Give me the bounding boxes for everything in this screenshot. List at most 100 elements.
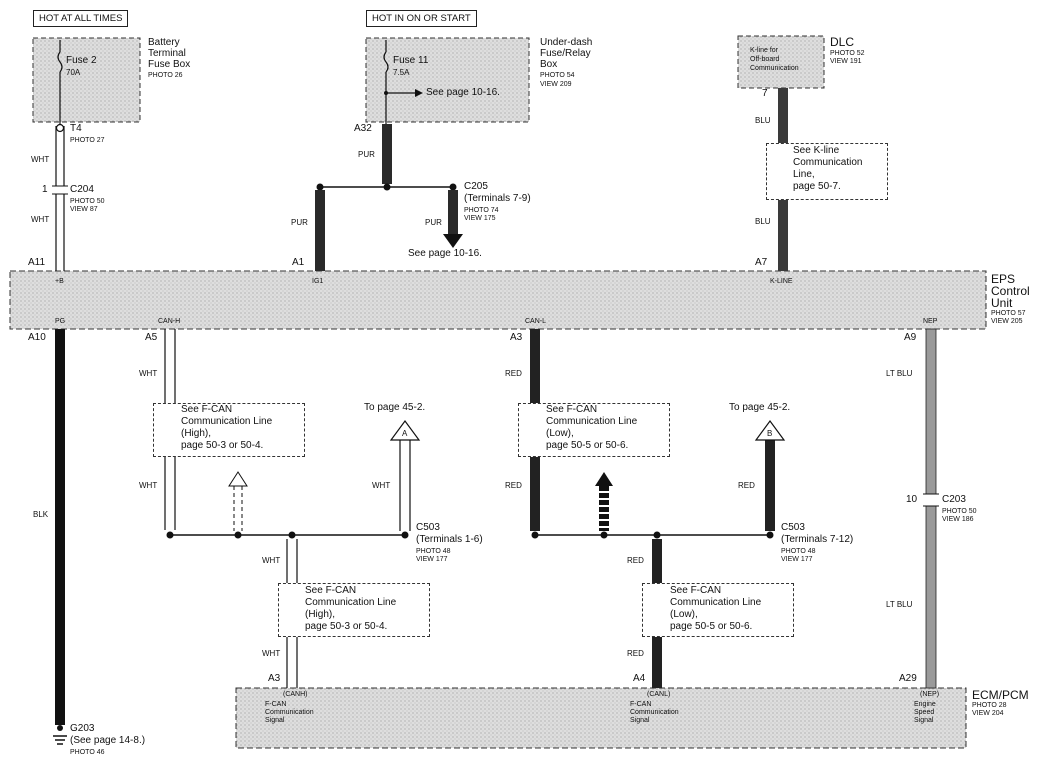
c205-terminals: (Terminals 7-9) — [464, 193, 531, 204]
c204-label: C204 — [70, 184, 94, 195]
c204-view: VIEW 87 — [70, 206, 98, 213]
dlc-inner-1: K-line for — [750, 47, 779, 54]
fcan-low-note-lower-1: See F-CAN — [670, 585, 722, 596]
to-page-a: To page 45-2. — [364, 402, 426, 413]
wire-color-red: RED — [505, 369, 522, 378]
ecm-canl-code: (CANL) — [647, 691, 671, 698]
eps-label-ig1: IG1 — [312, 278, 324, 285]
connector-a-label: A — [402, 429, 408, 438]
t4-photo: PHOTO 27 — [70, 137, 105, 144]
ecm-name: ECM/PCM — [972, 688, 1029, 702]
eps-photo: PHOTO 57 — [991, 310, 1026, 317]
eps-label-canl: CAN-L — [525, 318, 547, 325]
fcan-high-note-3: (High), — [181, 428, 212, 439]
dlc-view: VIEW 191 — [830, 58, 862, 65]
pin-a7: A7 — [755, 257, 768, 268]
fcan-low-note-box — [518, 403, 670, 457]
ecm-nep-3: Signal — [914, 717, 934, 724]
wire-color-wht: WHT — [372, 481, 391, 490]
ecm-nep-code: (NEP) — [920, 691, 940, 698]
dlc-inner-2: Off-board — [750, 56, 780, 63]
battery-box-name-3: Fuse Box — [148, 59, 191, 70]
fcan-low-note-4: page 50-5 or 50-6. — [546, 440, 629, 451]
ecm-canl-1: F-CAN — [630, 701, 652, 708]
c503-1-label: C503 — [416, 522, 440, 533]
ecm-canh-2: Communication — [265, 709, 314, 716]
fcan-low-note-2: Communication Line — [546, 416, 638, 427]
c205-see-page: See page 10-16. — [408, 248, 482, 259]
wire-color-wht: WHT — [31, 155, 50, 164]
wire-color-ltblu: LT BLU — [886, 600, 913, 609]
c205-label: C205 — [464, 181, 488, 192]
wire-color-pur: PUR — [291, 218, 308, 227]
fcan-low-note-box-lower — [642, 583, 794, 637]
hot-at-all-times-label: HOT AT ALL TIMES — [33, 10, 129, 27]
g203-see-page: (See page 14-8.) — [70, 735, 146, 746]
kline-note-box — [766, 143, 888, 200]
eps-label-b: +B — [55, 278, 64, 285]
c205-view: VIEW 175 — [464, 215, 496, 222]
c204-photo: PHOTO 50 — [70, 198, 105, 205]
fcan-high-note-lower-3: (High), — [305, 609, 336, 620]
wire-color-ltblu: LT BLU — [886, 369, 913, 378]
underdash-name-2: Fuse/Relay — [540, 48, 591, 59]
wire-color-pur: PUR — [425, 218, 442, 227]
c503-1-photo: PHOTO 48 — [416, 548, 451, 555]
c205-photo: PHOTO 74 — [464, 207, 499, 214]
kline-note-1: See K-line — [793, 145, 840, 156]
dlc-inner-3: Communication — [750, 65, 799, 72]
eps-control-unit — [9, 270, 987, 330]
fcan-low-note-1: See F-CAN — [546, 404, 598, 415]
battery-box-name-1: Battery — [148, 37, 180, 48]
ecm-pin-a4: A4 — [633, 673, 646, 684]
ecm-nep-2: Speed — [914, 709, 935, 716]
eps-label-nep: NEP — [923, 318, 938, 325]
wire-color-red: RED — [627, 556, 644, 565]
fcan-low-note-lower-4: page 50-5 or 50-6. — [670, 621, 753, 632]
underdash-photo: PHOTO 54 — [540, 72, 575, 79]
fcan-high-note-lower-1: See F-CAN — [305, 585, 357, 596]
wire-color-wht: WHT — [31, 215, 50, 224]
wire-color-wht: WHT — [139, 369, 158, 378]
c503-2-view: VIEW 177 — [781, 556, 813, 563]
ecm-photo: PHOTO 28 — [972, 702, 1007, 709]
ecm-nep-1: Engine — [914, 701, 936, 708]
eps-name-2: Control — [991, 284, 1030, 298]
c503-1-view: VIEW 177 — [416, 556, 448, 563]
wire-color-red: RED — [738, 481, 755, 490]
dlc-box — [737, 35, 825, 89]
kline-note-2: Communication — [793, 157, 863, 168]
wire-color-blu: BLU — [755, 116, 771, 125]
fuse-2-label: Fuse 2 — [66, 55, 97, 66]
eps-label-kline: K-LINE — [770, 278, 793, 285]
ecm-pcm-box — [235, 687, 967, 749]
c503-2-photo: PHOTO 48 — [781, 548, 816, 555]
c203-label: C203 — [942, 494, 966, 505]
fcan-low-note-3: (Low), — [546, 428, 574, 439]
underdash-fuse-box — [365, 37, 530, 123]
kline-note-3: Line, — [793, 169, 815, 180]
c204-pin: 1 — [42, 184, 48, 195]
wire-color-wht: WHT — [262, 556, 281, 565]
kline-note-4: page 50-7. — [793, 181, 841, 192]
ecm-view: VIEW 204 — [972, 710, 1004, 717]
eps-label-canh: CAN-H — [158, 318, 181, 325]
to-page-b: To page 45-2. — [729, 402, 791, 413]
underdash-name-3: Box — [540, 59, 558, 70]
fcan-high-note-lower-2: Communication Line — [305, 597, 397, 608]
g203-label: G203 — [70, 723, 95, 734]
ecm-canl-3: Signal — [630, 717, 650, 724]
fcan-high-note-2: Communication Line — [181, 416, 273, 427]
fcan-low-note-lower-2: Communication Line — [670, 597, 762, 608]
underdash-view: VIEW 209 — [540, 81, 572, 88]
ecm-canh-1: F-CAN — [265, 701, 287, 708]
fcan-low-note-lower-3: (Low), — [670, 609, 698, 620]
fcan-high-note-box-lower — [278, 583, 430, 637]
c503-1-terminals: (Terminals 1-6) — [416, 534, 483, 545]
c203-photo: PHOTO 50 — [942, 508, 977, 515]
wire-color-pur: PUR — [358, 150, 375, 159]
ecm-canl-2: Communication — [630, 709, 679, 716]
dlc-pin: 7 — [762, 88, 768, 99]
hot-in-on-or-start-label: HOT IN ON OR START — [366, 10, 477, 27]
